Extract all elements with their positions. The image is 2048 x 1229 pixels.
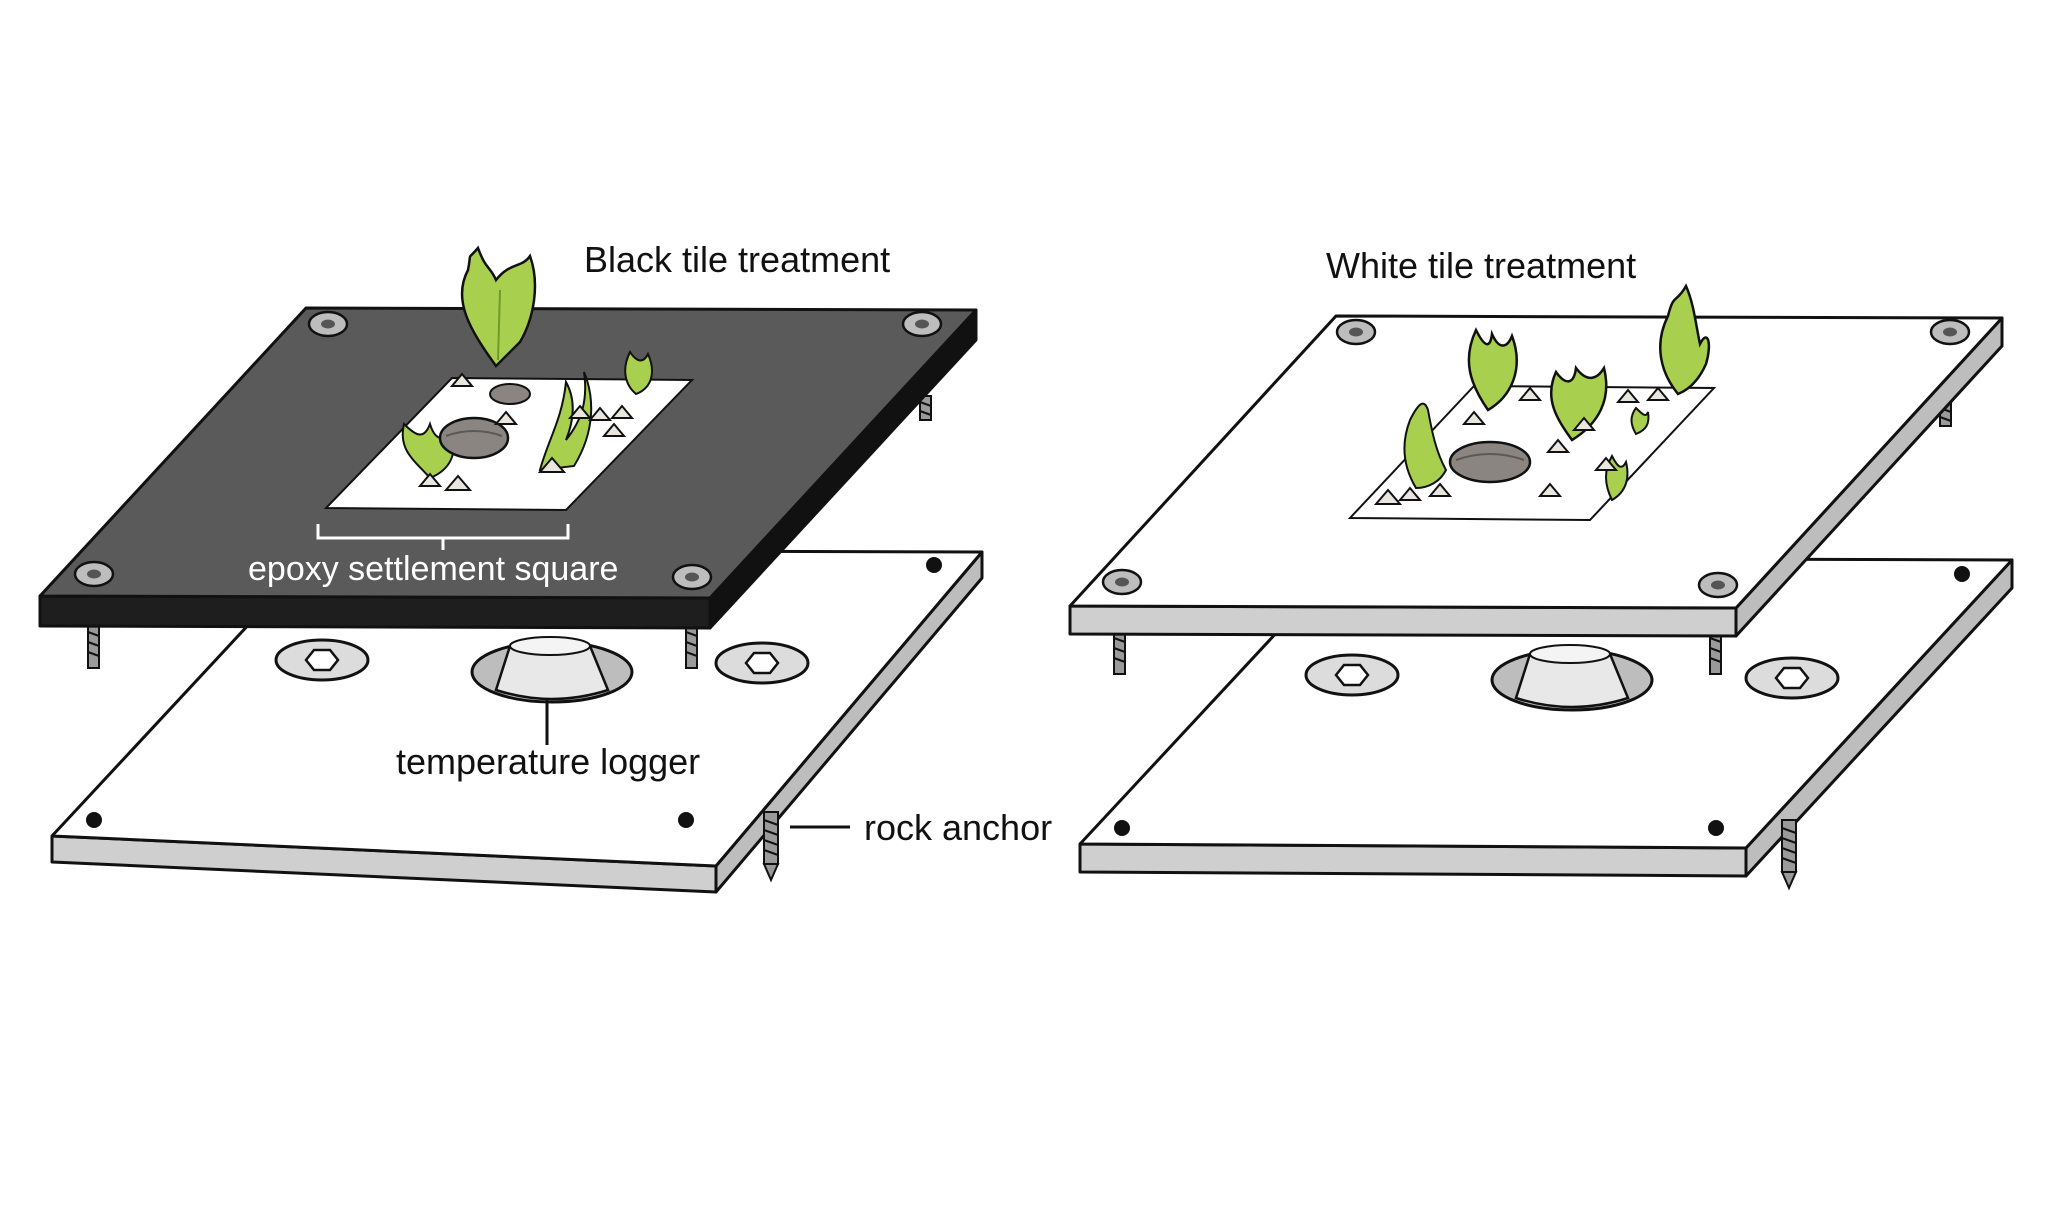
hex-nut-icon bbox=[714, 641, 810, 685]
black-tile-treatment-label: Black tile treatment bbox=[584, 239, 890, 280]
logger-icon bbox=[470, 636, 634, 704]
hex-nut-icon bbox=[1304, 653, 1400, 697]
limpet-icon bbox=[489, 383, 531, 405]
white-tile-treatment-label: White tile treatment bbox=[1326, 245, 1636, 286]
algae-icon bbox=[1403, 402, 1448, 490]
bolt-icon bbox=[685, 623, 698, 669]
rock-anchor-label: rock anchor bbox=[864, 807, 1052, 848]
screw-icon bbox=[762, 811, 780, 883]
left-base-plate bbox=[50, 548, 984, 894]
barnacle-icon bbox=[1373, 386, 1671, 505]
bolt-icon bbox=[1113, 629, 1126, 675]
hex-nut-icon bbox=[274, 638, 370, 682]
logger-icon bbox=[1490, 644, 1654, 712]
algae-icon bbox=[624, 350, 653, 396]
algae-icon bbox=[1550, 364, 1608, 442]
white-tile bbox=[1068, 314, 2004, 638]
black-tile-assembly: Black tile treatment epoxy settlement sq… bbox=[38, 239, 1052, 894]
white-tile-assembly: White tile treatment bbox=[1068, 245, 2014, 891]
algae-icon bbox=[1659, 283, 1711, 396]
epoxy-square-bracket bbox=[316, 524, 570, 550]
limpet-icon bbox=[1448, 440, 1532, 484]
screw-icon bbox=[1780, 819, 1798, 891]
temperature-logger-label: temperature logger bbox=[396, 741, 700, 782]
algae-icon bbox=[1467, 327, 1518, 412]
algae-icon bbox=[460, 245, 537, 368]
algae-icon bbox=[538, 371, 593, 472]
hex-nut-icon bbox=[1744, 656, 1840, 700]
limpet-icon bbox=[438, 416, 510, 460]
barnacle-icon bbox=[417, 372, 635, 491]
epoxy-settlement-square-label: epoxy settlement square bbox=[248, 550, 618, 588]
bolt-icon bbox=[87, 623, 100, 669]
algae-icon bbox=[1630, 406, 1650, 436]
